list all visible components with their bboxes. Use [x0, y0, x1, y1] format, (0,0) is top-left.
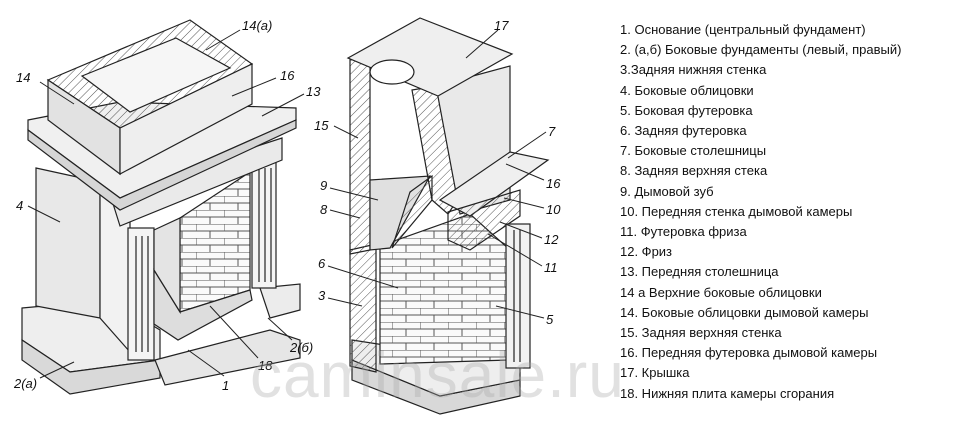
legend-item: 2. (а,б) Боковые фундаменты (левый, прав…: [620, 42, 902, 58]
legend-item: 1. Основание (центральный фундамент): [620, 22, 866, 37]
lid: [346, 17, 514, 97]
label-4: 4: [16, 198, 23, 213]
label-14a: 14(a): [242, 18, 272, 33]
label-6: 6: [318, 256, 326, 271]
label-18: 18: [258, 358, 273, 373]
label-11: 11: [544, 260, 558, 275]
legend-item: 4. Боковые облицовки: [620, 82, 754, 98]
callout-labels: 14(a) 14 16 13 4 2(a) 1 18 2(б) 17 15 7 …: [13, 18, 561, 393]
right-cutaway: [346, 17, 550, 415]
legend-item: 12. Фриз: [620, 244, 673, 260]
parts-legend: 1. Основание (центральный фундамент) 2. …: [620, 20, 950, 404]
label-9: 9: [320, 178, 327, 193]
legend-item: 8. Задняя верхняя стека: [620, 163, 768, 179]
leader-lines: [27, 29, 547, 379]
cutaway-pilaster: [505, 223, 531, 369]
legend-item: 6. Задняя футеровка: [620, 123, 747, 139]
label-2a: 2(a): [13, 376, 37, 391]
label-16-left: 16: [280, 68, 295, 83]
label-2b: 2(б): [289, 340, 313, 355]
smoke-chamber-opening: [80, 37, 232, 113]
foundation-center: [154, 329, 301, 386]
smoke-chamber-front: [119, 63, 253, 175]
firebox-side-wall: [153, 217, 181, 315]
flue-opening: [369, 59, 415, 85]
left-fireplace: [21, 19, 301, 395]
legend-item: 5. Боковая футеровка: [620, 102, 753, 118]
frieze-section: [447, 189, 521, 251]
back-upper-wall: [349, 55, 371, 255]
label-15: 15: [314, 118, 329, 133]
fireplace-diagram: 14(a) 14 16 13 4 2(a) 1 18 2(б) 17 15 7 …: [13, 17, 561, 415]
legend-item: 13. Передняя столешница: [620, 264, 779, 280]
label-7: 7: [548, 124, 556, 139]
label-3: 3: [318, 288, 326, 303]
legend-item: 9. Дымовой зуб: [620, 183, 714, 199]
label-13: 13: [306, 84, 321, 99]
back-lower-wall: [349, 243, 377, 373]
front-tabletop-edge: [27, 119, 297, 211]
legend-item: 7. Боковые столешницы: [620, 143, 767, 159]
side-facing-left: [35, 167, 101, 319]
legend-item: 17. Крышка: [620, 365, 690, 381]
legend-item: 3.Задняя нижняя стенка: [620, 62, 767, 78]
label-10: 10: [546, 202, 561, 217]
legend-item: 11. Футеровка фриза: [620, 224, 747, 240]
label-8: 8: [320, 202, 328, 217]
legend-item: 10. Передняя стенка дымовой камеры: [620, 203, 853, 219]
legend-item: 14 а Верхние боковые облицовки: [620, 284, 822, 300]
legend-item: 15. Задняя верхняя стенка: [620, 325, 782, 341]
legend-item: 18. Нижняя плита камеры сгорания: [620, 385, 835, 401]
label-17: 17: [494, 18, 509, 33]
pilaster-right: [251, 159, 277, 289]
pilaster-left: [127, 227, 155, 361]
foundation-left-front: [21, 338, 161, 395]
label-14-left: 14: [16, 70, 30, 85]
legend-item: 16. Передняя футеровка дымовой камеры: [620, 345, 878, 361]
label-1: 1: [222, 378, 229, 393]
legend-item: 14. Боковые облицовки дымовой камеры: [620, 304, 869, 320]
label-5: 5: [546, 312, 554, 327]
label-12: 12: [544, 232, 559, 247]
label-16-right: 16: [546, 176, 561, 191]
foundation-right: [259, 283, 301, 319]
